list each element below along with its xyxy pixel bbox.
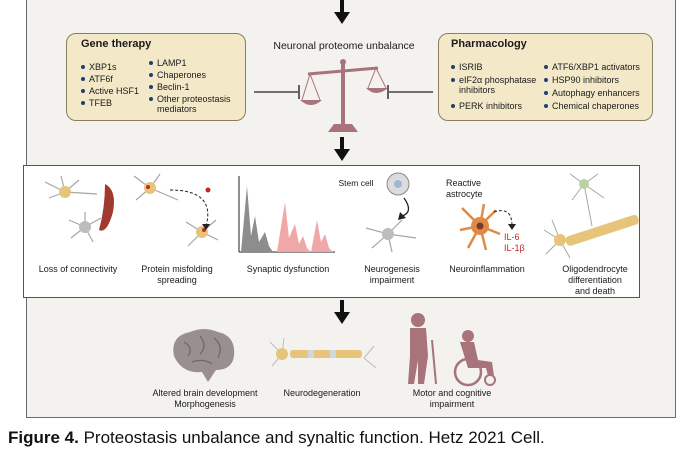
- pharma-item: HSP90 inhibitors: [543, 75, 620, 85]
- arrow-top: [334, 0, 350, 24]
- label-oligo-3: and death: [574, 286, 616, 296]
- pharma-item: ISRIB: [451, 62, 483, 72]
- astrocyte-icon: [459, 203, 516, 251]
- gene-therapy-title: Gene therapy: [81, 38, 152, 50]
- label-neurogenesis-1: Neurogenesis: [364, 264, 420, 274]
- label-motor-2: impairment: [429, 399, 475, 409]
- gene-item-cont: mediators: [157, 104, 197, 114]
- pharmacology-panel: Pharmacology ISRIB eIF2α phosphatase inh…: [438, 33, 653, 121]
- gene-item: Beclin-1: [149, 82, 190, 92]
- label-reactive-1: Reactive: [446, 178, 482, 188]
- gene-item: TFEB: [80, 98, 113, 108]
- label-reactive-2: astrocyte: [446, 189, 483, 199]
- label-stem-cell: Stem cell: [338, 178, 374, 188]
- gene-item: LAMP1: [149, 58, 187, 68]
- pharma-item: eIF2α phosphatase: [450, 75, 537, 85]
- pharmacology-title: Pharmacology: [451, 38, 527, 50]
- inhibit-left: [254, 85, 300, 99]
- brain-icon: [173, 329, 235, 382]
- center-title: Neuronal proteome unbalance: [273, 40, 415, 52]
- pharma-item: Autophagy enhancers: [544, 88, 640, 98]
- arrow-bottom: [334, 300, 350, 324]
- label-il1b: IL-1β: [504, 243, 525, 253]
- label-misfolding-1: Protein misfolding: [141, 264, 213, 274]
- label-motor-1: Motor and cognitive: [412, 388, 492, 398]
- misfolding-icon: [133, 173, 219, 247]
- gene-item: Other proteostasis: [149, 94, 231, 104]
- label-oligo-2: differentiation: [568, 275, 622, 285]
- label-neurodegeneration: Neurodegeneration: [283, 388, 361, 398]
- gene-item: Active HSF1: [80, 86, 140, 96]
- label-oligo-1: Oligodendrocyte: [562, 264, 628, 274]
- label-neuroinflammation: Neuroinflammation: [449, 264, 525, 274]
- label-il6: IL-6: [504, 232, 520, 242]
- gene-item: ATF6f: [81, 74, 113, 84]
- label-brain-2: Morphogenesis: [174, 399, 236, 409]
- label-misfolding-2: spreading: [157, 275, 197, 285]
- balance-scale-icon: [300, 59, 388, 132]
- arrow-mid: [334, 137, 350, 161]
- synaptic-trace-icon: [238, 176, 335, 253]
- oligodendrocyte-icon: [543, 173, 639, 259]
- label-neurogenesis-2: impairment: [369, 275, 415, 285]
- caption-text: Proteostasis unbalance and synaltic func…: [78, 428, 545, 447]
- gene-therapy-panel: Gene therapy XBP1s ATF6f Active HSF1 TFE…: [66, 33, 246, 121]
- label-brain-1: Altered brain development: [152, 388, 258, 398]
- gene-item: Chaperones: [148, 70, 207, 80]
- pharma-item-cont: inhibitors: [459, 85, 496, 95]
- figure-caption: Figure 4. Proteostasis unbalance and syn…: [8, 428, 545, 448]
- pharma-item: PERK inhibitors: [450, 101, 523, 111]
- pharma-item: ATF6/XBP1 activators: [544, 62, 640, 72]
- label-loss-connectivity: Loss of connectivity: [38, 264, 118, 274]
- caption-bold: Figure 4.: [8, 428, 79, 447]
- gene-item: XBP1s: [81, 62, 117, 72]
- neurodegeneration-icon: [269, 337, 377, 369]
- pharma-item: Chemical chaperones: [543, 101, 640, 111]
- elderly-wheelchair-icon: [408, 313, 496, 387]
- label-synaptic: Synaptic dysfunction: [246, 264, 330, 274]
- inhibit-right: [387, 85, 433, 99]
- neuron-muscle-icon: [44, 175, 114, 243]
- stem-cell-icon: [365, 172, 417, 253]
- effects-box: [23, 165, 640, 298]
